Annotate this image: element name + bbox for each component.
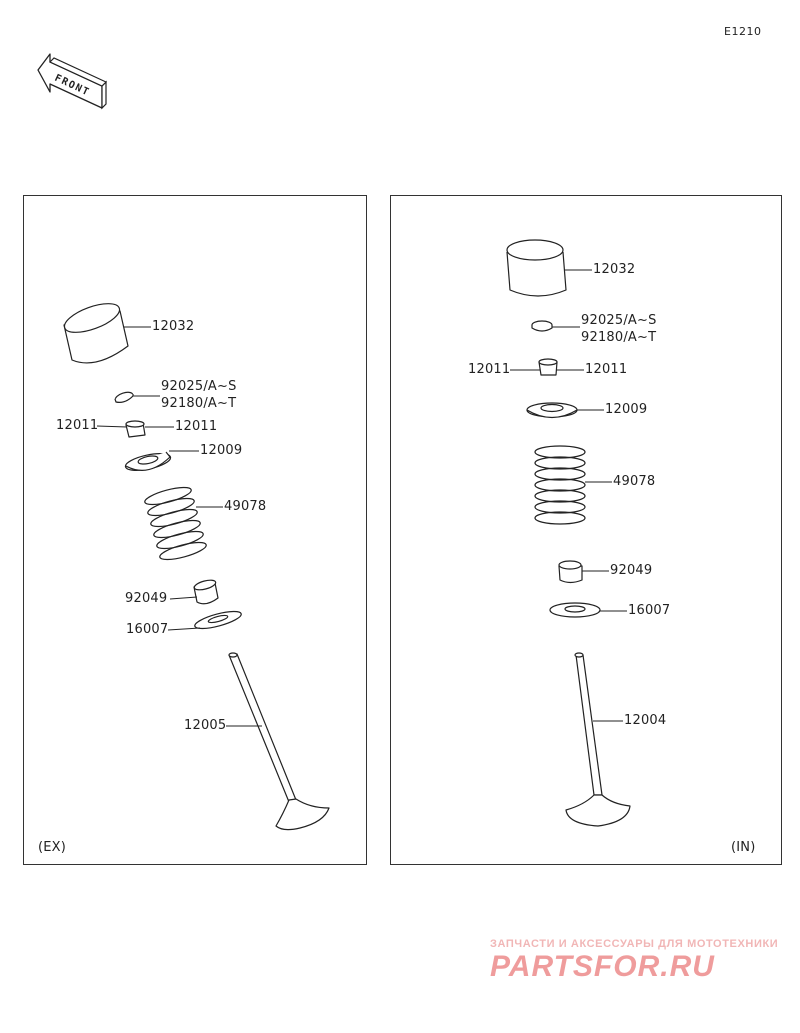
ex-label-cotter-right[interactable]: 12011 <box>175 419 218 434</box>
ex-label-tappet[interactable]: 12032 <box>152 319 195 334</box>
ex-label-seat[interactable]: 16007 <box>126 622 169 637</box>
in-label-tappet[interactable]: 12032 <box>593 262 636 277</box>
in-panel-label: (IN) <box>731 840 756 855</box>
in-label-shim-a[interactable]: 92025/A~S <box>581 313 657 328</box>
ex-seat-illustration <box>194 610 242 630</box>
ex-label-valve[interactable]: 12005 <box>184 718 227 733</box>
in-label-cotter-left[interactable]: 12011 <box>468 362 511 377</box>
ex-label-shim-a[interactable]: 92025/A~S <box>161 379 237 394</box>
in-tappet-illustration <box>506 239 567 297</box>
ex-label-spring[interactable]: 49078 <box>224 499 267 514</box>
in-label-seat[interactable]: 16007 <box>628 603 671 618</box>
in-valve-illustration <box>565 652 631 827</box>
ex-shim-illustration <box>114 391 134 403</box>
in-label-spring[interactable]: 49078 <box>613 474 656 489</box>
ex-valve-illustration <box>228 652 330 831</box>
in-label-retainer[interactable]: 12009 <box>605 402 648 417</box>
in-label-valve[interactable]: 12004 <box>624 713 667 728</box>
in-seal-illustration <box>558 560 583 584</box>
in-spring-illustration <box>534 445 586 525</box>
watermark-logo: PARTSFOR.RU <box>490 950 715 983</box>
ex-tappet-illustration <box>63 303 129 364</box>
ex-spring-illustration <box>144 486 207 561</box>
ex-seal-illustration <box>193 579 219 605</box>
diagram-code: E1210 <box>724 25 762 38</box>
in-label-shim-b[interactable]: 92180/A~T <box>581 330 657 345</box>
front-arrow-icon: FRONT <box>37 53 108 110</box>
panel-intake <box>390 195 782 865</box>
ex-label-shim-b[interactable]: 92180/A~T <box>161 396 237 411</box>
in-label-cotter-right[interactable]: 12011 <box>585 362 628 377</box>
ex-label-seal[interactable]: 92049 <box>125 591 168 606</box>
ex-label-retainer[interactable]: 12009 <box>200 443 243 458</box>
in-retainer-illustration <box>526 402 578 419</box>
watermark-tagline: ЗАПЧАСТИ И АКСЕССУАРЫ ДЛЯ МОТОТЕХНИКИ <box>490 938 779 950</box>
in-shim-illustration <box>531 320 553 332</box>
ex-label-cotter-left[interactable]: 12011 <box>56 418 99 433</box>
panel-exhaust <box>23 195 367 865</box>
ex-cotter-illustration <box>125 420 146 438</box>
in-cotter-illustration <box>538 358 558 376</box>
in-seat-illustration <box>549 602 601 618</box>
in-label-seal[interactable]: 92049 <box>610 563 653 578</box>
ex-panel-label: (EX) <box>38 840 67 855</box>
ex-retainer-illustration <box>124 451 172 471</box>
